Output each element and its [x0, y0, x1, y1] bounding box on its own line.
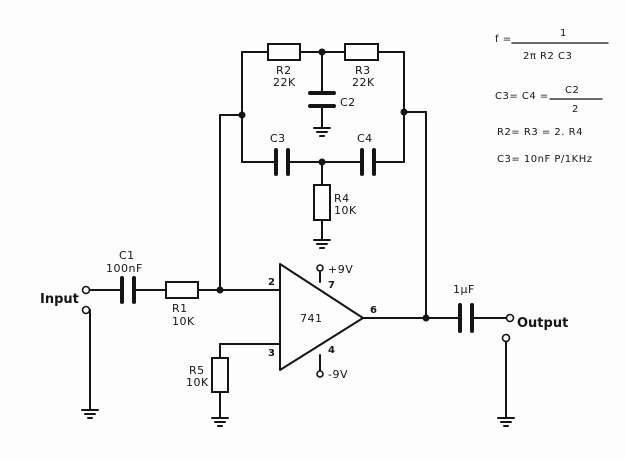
opamp-triangle: [279, 263, 364, 371]
vneg-terminal: [316, 370, 324, 378]
output-terminal: [505, 313, 515, 323]
r3-name: R3: [355, 64, 371, 77]
resistor-r4: [313, 184, 331, 221]
r2-value: 22K: [273, 76, 296, 89]
junction-dots: [216, 48, 430, 322]
ground-r5: [211, 417, 229, 427]
pin-6-label: 6: [370, 305, 377, 316]
output-ground-terminal: [501, 333, 511, 343]
resistor-r3: [344, 43, 379, 61]
vneg-label: -9V: [328, 368, 348, 381]
formula-c3c4-denominator: 2: [572, 104, 579, 115]
ground-r4: [313, 239, 331, 249]
c1-name: C1: [119, 249, 135, 262]
design-formulas: f = 1 2π R2 C3 C3= C4 = C2 2 R2= R3 = 2.…: [495, 28, 609, 165]
vpos-terminal: [316, 264, 324, 272]
input-ground-terminal: [81, 305, 91, 315]
r4-value: 10K: [334, 204, 357, 217]
pin-4-label: 4: [328, 345, 335, 356]
ground-input: [81, 409, 99, 419]
output-cap-label: 1µF: [453, 283, 475, 296]
capacitor-c2: [308, 91, 336, 108]
r1-value: 10K: [172, 315, 195, 328]
resistor-r2: [267, 43, 301, 61]
c4-name: C4: [357, 132, 373, 145]
ground-symbols: [81, 127, 515, 427]
input-label: Input: [40, 292, 79, 307]
r1-name: R1: [172, 302, 188, 315]
formula-f-lhs: f =: [495, 34, 512, 45]
c3-name: C3: [270, 132, 286, 145]
wires: [89, 51, 507, 419]
ground-c2: [313, 127, 331, 137]
capacitor-output: [458, 303, 474, 333]
c1-value: 100nF: [106, 262, 143, 275]
r3-value: 22K: [352, 76, 375, 89]
formula-c3c4-numerator: C2: [565, 85, 579, 96]
formula-r2r3: R2= R3 = 2. R4: [497, 127, 583, 138]
input-terminal: [81, 285, 91, 295]
capacitor-c1: [120, 276, 136, 304]
ground-output: [497, 417, 515, 427]
vpos-label: +9V: [328, 263, 353, 276]
pin-3-label: 3: [268, 348, 275, 359]
r5-value: 10K: [186, 376, 209, 389]
resistor-r1: [165, 281, 199, 299]
resistor-r5: [211, 357, 229, 393]
terminals: [81, 264, 515, 378]
opamp-label: 741: [300, 312, 323, 325]
r2-name: R2: [276, 64, 292, 77]
formula-f-denominator: 2π R2 C3: [523, 51, 572, 62]
r5-name: R5: [189, 364, 205, 377]
capacitor-c4: [360, 148, 376, 176]
formula-c3-note: C3= 10nF P/1KHz: [497, 154, 592, 165]
c2-name: C2: [340, 96, 356, 109]
r4-name: R4: [334, 192, 350, 205]
pin-7-label: 7: [328, 280, 335, 291]
formula-f-numerator: 1: [560, 28, 567, 39]
capacitor-c3: [274, 148, 290, 176]
pin-2-label: 2: [268, 277, 275, 288]
formula-c3c4-lhs: C3= C4 =: [495, 91, 549, 102]
output-label: Output: [517, 316, 568, 331]
